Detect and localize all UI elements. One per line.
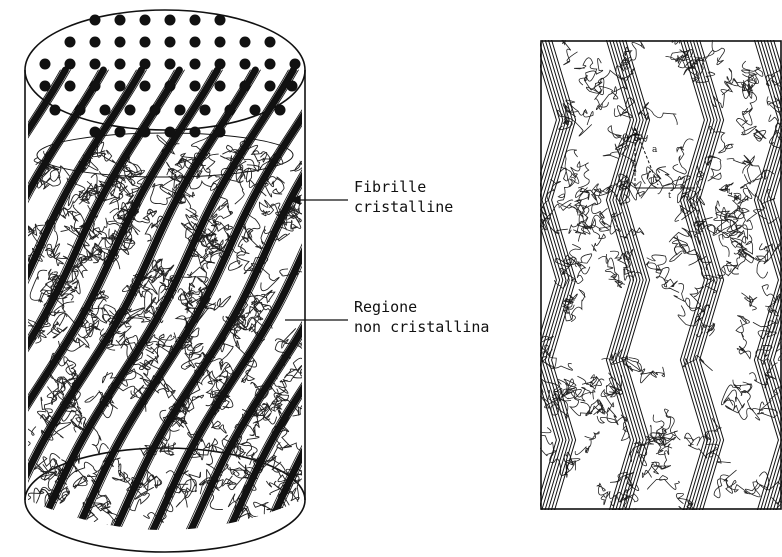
fiber-cylinder-diagram: [0, 0, 330, 557]
fibril-dot: [140, 127, 151, 138]
fibril-dot: [287, 81, 298, 92]
fibril-dot: [140, 15, 151, 26]
fibril-band: [290, 70, 330, 557]
fibril-dot: [150, 105, 161, 116]
fibril-dot: [65, 59, 76, 70]
fibril-dot: [165, 127, 176, 138]
fibril-dot: [115, 15, 126, 26]
fibril-dot: [100, 105, 111, 116]
fibril-dot: [50, 105, 61, 116]
fibril-dot: [215, 81, 226, 92]
label-fibrille-line1: Fibrille: [354, 177, 453, 197]
fibril-dot: [140, 37, 151, 48]
fibril-dot: [75, 105, 86, 116]
fibril-dot: [165, 81, 176, 92]
fibril-dot: [40, 59, 51, 70]
fibril-edge-line: [323, 70, 330, 557]
amorphous-chain: [2, 423, 36, 447]
fibril-dot: [265, 59, 276, 70]
amorphous-chain: [259, 200, 273, 216]
fibril-dot: [190, 59, 201, 70]
fibril-dot: [200, 105, 211, 116]
fibril-dot: [65, 81, 76, 92]
label-fibrille-line2: cristalline: [354, 197, 453, 217]
label-fibrille-cristalline: Fibrille cristalline: [354, 177, 453, 217]
fibril-dot: [115, 37, 126, 48]
amorphous-chain: [13, 218, 44, 238]
amorphous-chain: [287, 358, 311, 378]
fibril-dot: [225, 105, 236, 116]
fibril-dot: [190, 37, 201, 48]
symbol-a: a: [652, 145, 658, 155]
fibril-dot: [115, 81, 126, 92]
label-regione-line2: non cristallina: [354, 317, 489, 337]
fibril-dot: [140, 59, 151, 70]
fibril-dot: [140, 81, 151, 92]
fibril-dot: [240, 59, 251, 70]
fibril-dot: [90, 127, 101, 138]
fibril-band: [0, 70, 103, 557]
fibril-dot: [65, 37, 76, 48]
fibril-dot: [40, 81, 51, 92]
amorphous-chain: [235, 169, 245, 204]
fibril-dot: [190, 15, 201, 26]
fibril-band: [328, 70, 330, 557]
fibril-dot: [90, 15, 101, 26]
fibril-edge-line: [0, 70, 222, 557]
fibril-dot: [165, 59, 176, 70]
fibril-dot: [190, 127, 201, 138]
amorphous-region-tangle: [2, 128, 319, 529]
fibril-dot: [190, 81, 201, 92]
amorphous-chain: [47, 244, 64, 266]
fibril-edge-line: [0, 70, 60, 557]
fibril-dot: [250, 105, 261, 116]
amorphous-chain: [251, 290, 274, 303]
fibril-dot: [240, 81, 251, 92]
fibril-dot: [275, 105, 286, 116]
amorphous-chain: [112, 464, 130, 482]
fibril-dot: [115, 59, 126, 70]
fibril-dot: [175, 105, 186, 116]
label-regione-non-cristallina: Regione non cristallina: [354, 297, 489, 337]
fibril-dot: [90, 81, 101, 92]
fibril-dot: [165, 15, 176, 26]
fibril-dot: [265, 37, 276, 48]
fibril-schematic-panel: θ a l t: [540, 40, 782, 510]
fibril-dot: [90, 59, 101, 70]
fibril-dot: [215, 15, 226, 26]
fibril-dot: [265, 81, 276, 92]
fibril-dot: [215, 127, 226, 138]
fibril-edge-line: [295, 70, 330, 557]
fibril-dot: [215, 59, 226, 70]
symbol-theta: θ: [622, 132, 629, 145]
fibril-dot: [240, 37, 251, 48]
symbol-l: l: [650, 177, 653, 186]
fibril-dot: [115, 127, 126, 138]
fibril-dot: [215, 37, 226, 48]
fibril-dot: [290, 59, 301, 70]
fibril-dot: [125, 105, 136, 116]
fibril-dot: [165, 37, 176, 48]
label-regione-line1: Regione: [354, 297, 489, 317]
fibril-dot: [90, 37, 101, 48]
